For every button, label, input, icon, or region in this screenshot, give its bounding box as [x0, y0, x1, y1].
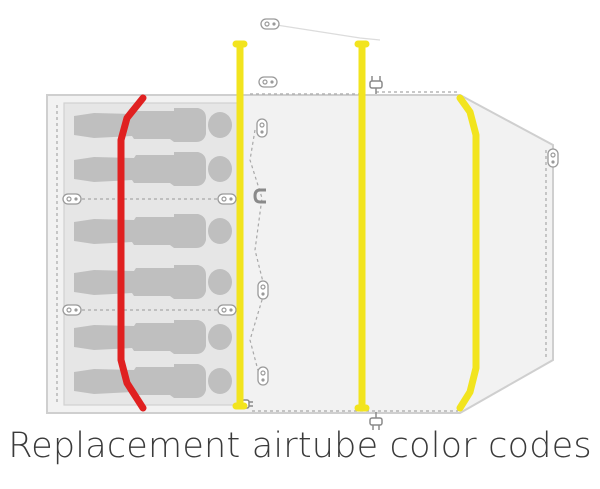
peg-tab-icon: [217, 304, 237, 316]
peg-tab-icon: [62, 304, 82, 316]
peg-tab-icon: [62, 193, 82, 205]
yellow-airtube-2: [354, 40, 370, 412]
peg-tab-icon: [258, 76, 278, 88]
airtubes: [117, 40, 480, 412]
peg-tab-icon: [547, 148, 559, 168]
yellow-airtube-1: [232, 40, 248, 410]
peg-tab-icon: [260, 18, 280, 30]
peg-tab-icon: [257, 280, 269, 300]
peg-tab-icon: [257, 366, 269, 386]
inner-bedroom: [63, 102, 241, 406]
peg-tab-icon: [217, 193, 237, 205]
yellow-airtube-3: [456, 94, 480, 412]
caption: Replacement airtube color codes: [8, 426, 592, 466]
peg-tab-icon: [256, 118, 268, 138]
valve-icon: [369, 76, 383, 94]
dashed-lines: [56, 91, 547, 412]
valve-icon: [369, 412, 383, 430]
red-airtube: [117, 94, 147, 412]
magnet-icon: [253, 188, 266, 204]
